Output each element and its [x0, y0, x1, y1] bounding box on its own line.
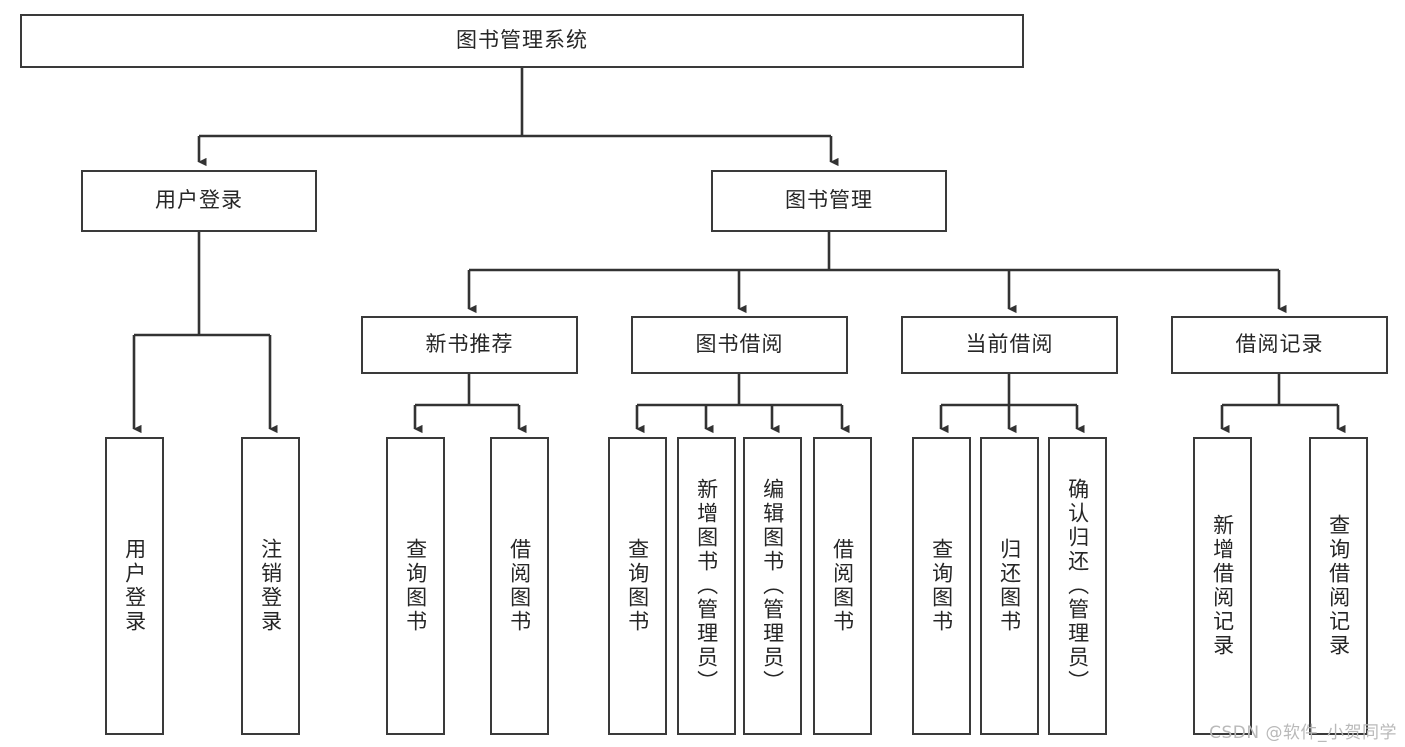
node-label: 用户登录 — [122, 538, 147, 634]
node-user-login[interactable]: 用户登录 — [81, 170, 317, 232]
node-label: 查询借阅记录 — [1326, 514, 1351, 658]
node-label: 当前借阅 — [965, 332, 1054, 357]
node-leaf-confirm-return[interactable]: 确认归还（管理员） — [1048, 437, 1107, 735]
node-leaf-return-book[interactable]: 归还图书 — [980, 437, 1039, 735]
node-leaf-query-record[interactable]: 查询借阅记录 — [1309, 437, 1368, 735]
node-current-borrow[interactable]: 当前借阅 — [901, 316, 1118, 374]
node-leaf-user-login[interactable]: 用户登录 — [105, 437, 164, 735]
node-label: 图书借阅 — [695, 332, 784, 357]
node-label: 借阅记录 — [1235, 332, 1324, 357]
node-leaf-borrow-book-1[interactable]: 借阅图书 — [490, 437, 549, 735]
node-label: 确认归还（管理员） — [1065, 478, 1090, 694]
node-label: 借阅图书 — [507, 538, 532, 634]
node-label: 借阅图书 — [830, 538, 855, 634]
node-label: 查询图书 — [929, 538, 954, 634]
node-leaf-add-record[interactable]: 新增借阅记录 — [1193, 437, 1252, 735]
watermark-text: CSDN @软件_小贺同学 — [1209, 723, 1397, 743]
node-label: 用户登录 — [155, 188, 243, 213]
node-leaf-add-book[interactable]: 新增图书（管理员） — [677, 437, 736, 735]
node-book-management[interactable]: 图书管理 — [711, 170, 947, 232]
node-leaf-logout-login[interactable]: 注销登录 — [241, 437, 300, 735]
node-leaf-borrow-book-2[interactable]: 借阅图书 — [813, 437, 872, 735]
node-label: 查询图书 — [625, 538, 650, 634]
node-label: 图书管理 — [785, 188, 873, 213]
node-label: 新书推荐 — [425, 332, 514, 357]
node-label: 新增图书（管理员） — [694, 478, 719, 694]
node-label: 注销登录 — [258, 538, 283, 634]
node-root-book-management-system[interactable]: 图书管理系统 — [20, 14, 1024, 68]
node-new-book-recommend[interactable]: 新书推荐 — [361, 316, 578, 374]
node-label: 查询图书 — [403, 538, 428, 634]
node-borrow-record[interactable]: 借阅记录 — [1171, 316, 1388, 374]
node-leaf-query-book-2[interactable]: 查询图书 — [608, 437, 667, 735]
node-leaf-query-book-1[interactable]: 查询图书 — [386, 437, 445, 735]
node-label: 图书管理系统 — [456, 28, 588, 53]
node-label: 编辑图书（管理员） — [760, 478, 785, 694]
node-leaf-query-book-3[interactable]: 查询图书 — [912, 437, 971, 735]
node-label: 归还图书 — [997, 538, 1022, 634]
node-book-borrow[interactable]: 图书借阅 — [631, 316, 848, 374]
node-label: 新增借阅记录 — [1210, 514, 1235, 658]
node-leaf-edit-book[interactable]: 编辑图书（管理员） — [743, 437, 802, 735]
